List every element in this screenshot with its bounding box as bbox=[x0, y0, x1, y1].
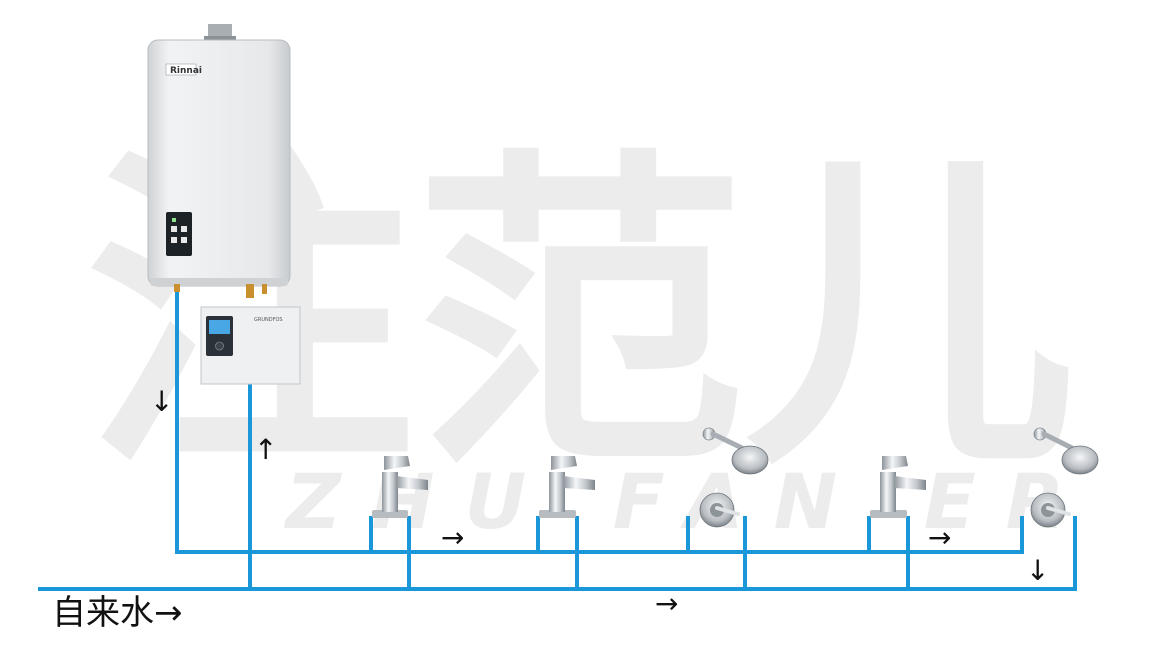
brand-badge bbox=[165, 63, 197, 76]
heater-brand-label: Rinnai bbox=[170, 66, 202, 76]
heater-cold-fitting bbox=[246, 284, 254, 298]
faucet-1 bbox=[372, 456, 428, 518]
faucet-2 bbox=[539, 456, 595, 518]
arrow-down-hot-outlet: ↓ bbox=[150, 385, 174, 418]
arrow-right-loop-1: → bbox=[441, 521, 465, 554]
pump-brand-label: GRUNDFOS bbox=[254, 317, 283, 323]
heater-hot-fitting bbox=[174, 284, 180, 292]
control-panel bbox=[166, 212, 192, 256]
tap-water-label: 自来水→ bbox=[52, 593, 183, 633]
shower-set-2 bbox=[1030, 427, 1099, 528]
shower-set-1 bbox=[699, 427, 769, 528]
arrow-right-loop-2: → bbox=[928, 521, 952, 554]
arrow-right-main: → bbox=[655, 587, 679, 620]
faucet-4 bbox=[870, 456, 926, 518]
watermark-en: ZHU FAN ER bbox=[284, 457, 1094, 546]
pipes bbox=[38, 288, 1077, 591]
arrow-down-end: ↓ bbox=[1026, 554, 1050, 587]
circulation-pump bbox=[200, 306, 301, 385]
arrow-up-return: ↑ bbox=[254, 433, 278, 466]
water-heater bbox=[147, 24, 291, 298]
